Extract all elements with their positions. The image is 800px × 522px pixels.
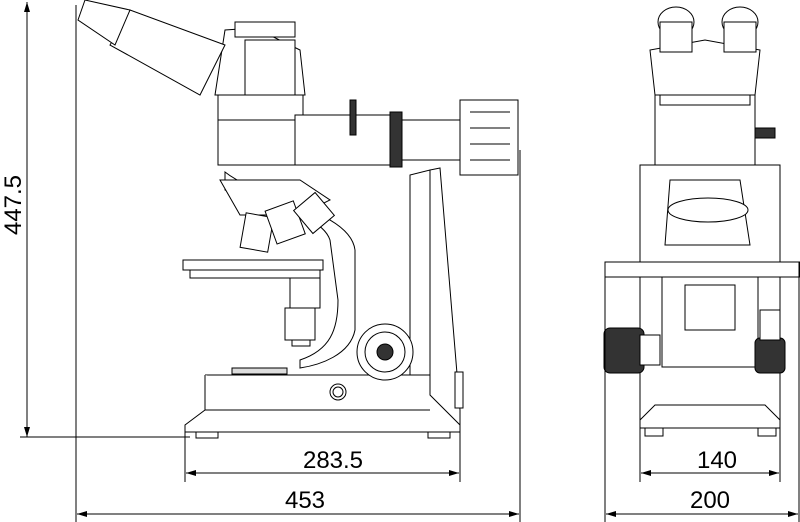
dimension-lines [20,2,800,522]
total-depth-dimension-label: 453 [285,487,325,514]
side-view-microscope [77,0,519,439]
height-dimension-label: 447.5 [0,175,27,235]
base-width-dimension-label: 140 [697,447,737,474]
front-view-microscope [603,6,800,437]
base-depth-dimension-label: 283.5 [303,447,363,474]
total-width-dimension-label: 200 [690,487,730,514]
